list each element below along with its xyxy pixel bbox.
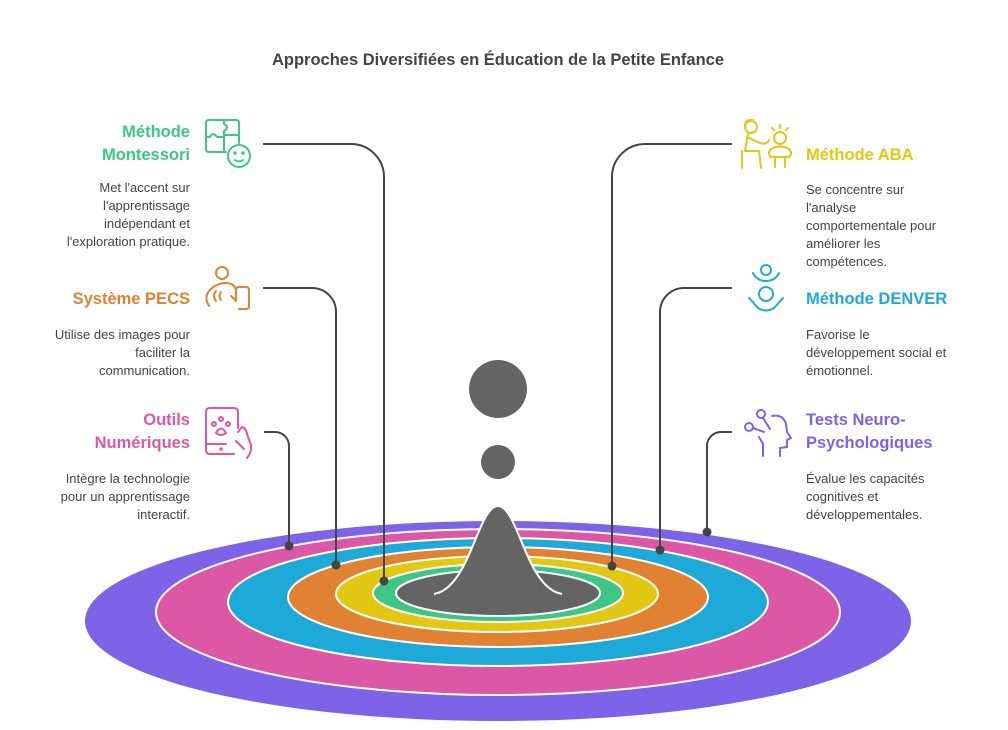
child-pointing-picture-icon (205, 266, 250, 310)
parent-child-play-icon (748, 264, 784, 312)
approach-montessori: Méthode Montessori Met l'accent sur l'ap… (20, 121, 190, 251)
description-line: faciliter la (135, 345, 190, 360)
center-drop-large (469, 360, 527, 418)
description-line: Se concentre sur (806, 182, 905, 197)
approach-description: Intègre la technologie pour un apprentis… (20, 470, 190, 524)
approach-description: Favorise le développement social et émot… (806, 326, 996, 380)
description-line: Évalue les capacités (806, 471, 925, 486)
center-bell (434, 506, 562, 600)
connectors (263, 143, 732, 581)
dot-pecs (331, 560, 341, 570)
description-line: développementales. (806, 507, 923, 522)
description-line: cognitives et (806, 489, 879, 504)
puzzle-child-icon (205, 119, 251, 168)
connector-neuro (706, 431, 732, 532)
description-line: communication. (98, 363, 190, 378)
description-line: Favorise le (806, 327, 870, 342)
heading-line: Méthode (122, 123, 190, 141)
connector-montessori (263, 143, 385, 581)
description-line: émotionnel. (806, 363, 874, 378)
tablet-hand-icon (205, 407, 253, 459)
approach-description: Évalue les capacités cognitives et dével… (806, 470, 996, 524)
approach-heading: Système PECS (20, 288, 190, 311)
dot-denver (655, 545, 665, 555)
approach-denver: Méthode DENVER Favorise le développement… (806, 288, 996, 380)
description-line: l'exploration pratique. (66, 234, 190, 249)
connector-aba (611, 143, 732, 566)
heading-line: Méthode ABA (806, 146, 914, 164)
description-line: développement social et (806, 345, 947, 360)
heading-line: Système PECS (72, 290, 190, 308)
heading-line: Méthode DENVER (806, 290, 948, 308)
description-line: pour un apprentissage (60, 489, 190, 504)
head-probe-icon (744, 409, 792, 457)
heading-line: Numériques (94, 434, 190, 452)
description-line: interactif. (137, 507, 190, 522)
description-line: comportementale pour (806, 218, 937, 233)
heading-line: Montessori (101, 146, 190, 164)
approach-heading: Méthode DENVER (806, 288, 996, 311)
approach-description: Se concentre sur l'analyse comportementa… (806, 181, 996, 271)
center-bell-outline (433, 504, 563, 595)
approach-neuro: Tests Neuro- Psychologiques Évalue les c… (806, 409, 996, 524)
approach-heading: Méthode Montessori (20, 121, 190, 167)
approach-heading: Tests Neuro- Psychologiques (806, 409, 996, 455)
approach-description: Met l'accent sur l'apprentissage indépen… (20, 179, 190, 251)
connector-denver (659, 287, 732, 550)
diagram-title: Approches Diversifiées en Éducation de l… (271, 51, 725, 69)
connector-dots (284, 527, 712, 586)
approach-description: Utilise des images pour faciliter la com… (20, 326, 190, 380)
center-drop-small (481, 445, 515, 479)
heading-line: Psychologiques (806, 434, 933, 452)
connector-outils (264, 431, 290, 546)
dot-neuro (702, 527, 712, 537)
description-line: améliorer les (806, 236, 881, 251)
approach-heading: Outils Numériques (20, 409, 190, 455)
approach-pecs: Système PECS Utilise des images pour fac… (20, 288, 190, 380)
approach-heading: Méthode ABA (806, 144, 996, 167)
connector-pecs (263, 287, 337, 565)
dot-montessori (379, 576, 389, 586)
description-line: l'analyse (806, 200, 857, 215)
approach-outils: Outils Numériques Intègre la technologie… (20, 409, 190, 524)
description-line: compétences. (806, 254, 887, 269)
heading-line: Tests Neuro- (806, 411, 906, 429)
description-line: Met l'accent sur (99, 180, 190, 195)
teacher-child-icon (741, 118, 792, 169)
dot-aba (607, 561, 617, 571)
description-line: l'apprentissage (102, 198, 190, 213)
dot-outils (284, 541, 294, 551)
description-line: Utilise des images pour (54, 327, 190, 342)
description-line: indépendant et (103, 216, 190, 231)
description-line: Intègre la technologie (65, 471, 190, 486)
approach-aba: Méthode ABA Se concentre sur l'analyse c… (806, 144, 996, 271)
heading-line: Outils (143, 411, 190, 429)
